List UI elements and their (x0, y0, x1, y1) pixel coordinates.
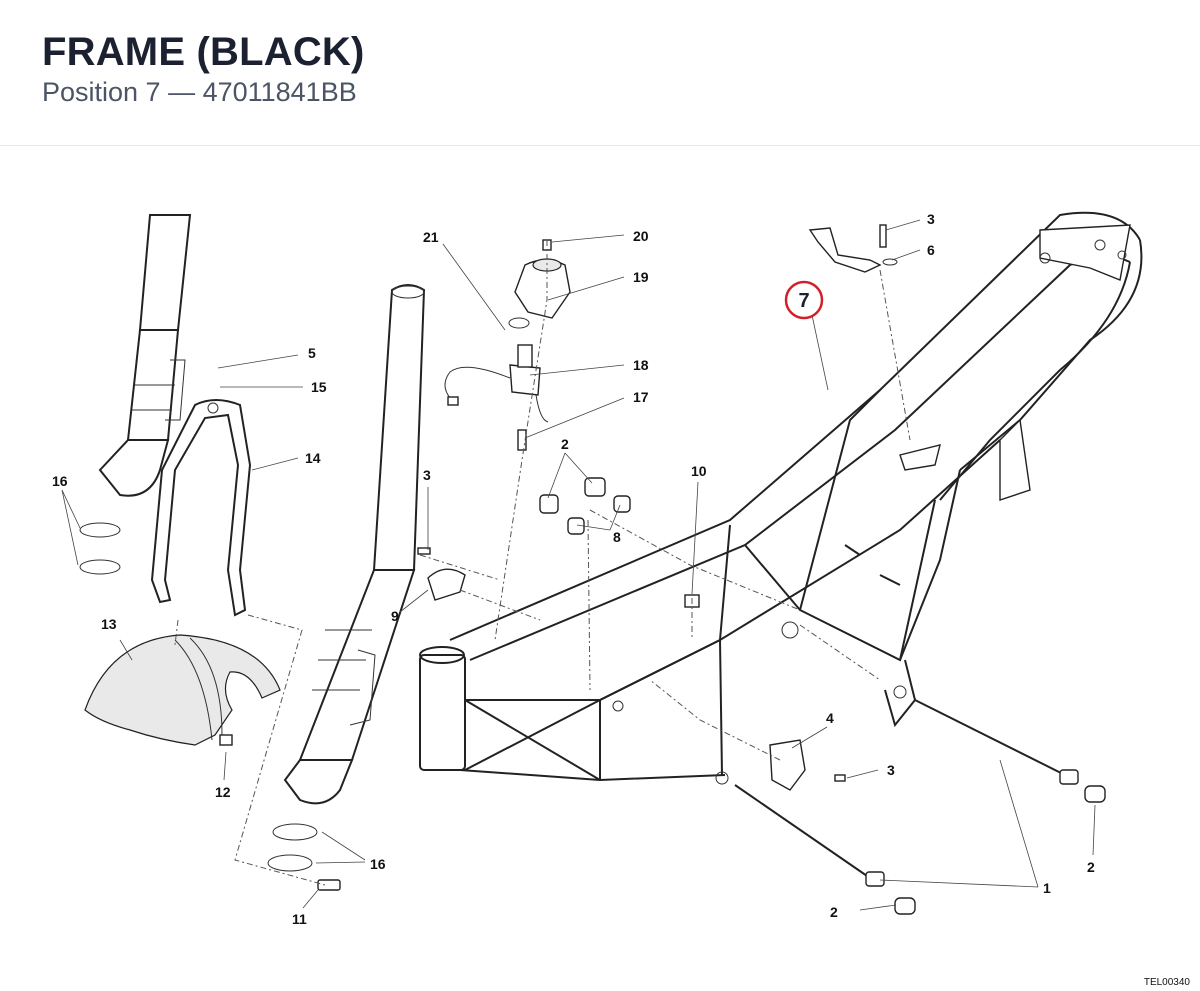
callout-4: 4 (826, 710, 834, 726)
callout-2-bottom: 2 (830, 904, 838, 920)
callout-3-left: 3 (423, 467, 431, 483)
main-frame (419, 211, 1143, 785)
callout-12: 12 (215, 784, 231, 800)
front-mudguard (84, 634, 281, 746)
highlight-callout-7: 7 (784, 280, 824, 320)
fender-bridge (150, 399, 252, 617)
callout-17: 17 (633, 389, 649, 405)
page-title: FRAME (BLACK) (42, 30, 365, 74)
fork-leg-right (283, 284, 426, 805)
page-header: FRAME (BLACK) Position 7 — 47011841BB (0, 0, 1200, 146)
pivot-axles-1 (734, 699, 1106, 915)
callout-16-lower: 16 (370, 856, 386, 872)
grommets-2-8 (539, 477, 631, 535)
clamp-rings-16 (79, 522, 341, 891)
callout-3-right: 3 (887, 762, 895, 778)
callout-19: 19 (633, 269, 649, 285)
guide-4 (769, 739, 846, 791)
assembly-lines (174, 240, 911, 886)
sensor-assembly (444, 239, 571, 451)
callout-16-upper: 16 (52, 473, 68, 489)
drawing-reference: TEL00340 (1144, 977, 1191, 988)
callout-14: 14 (305, 450, 321, 466)
highlight-ring (784, 280, 824, 320)
callout-11: 11 (292, 911, 307, 927)
callout-8: 8 (613, 529, 621, 545)
bracket-6 (808, 224, 898, 273)
leader-lines (61, 219, 1096, 911)
callout-18: 18 (633, 357, 649, 373)
callout-5: 5 (308, 345, 316, 361)
callout-13: 13 (101, 616, 117, 632)
callout-1: 1 (1043, 880, 1051, 896)
fork-leg-left (98, 214, 192, 497)
callout-9: 9 (391, 608, 399, 624)
callout-10: 10 (691, 463, 707, 479)
callout-6: 6 (927, 242, 935, 258)
callout-2-grommets: 2 (561, 436, 569, 452)
callout-15: 15 (311, 379, 327, 395)
exploded-parts-diagram: 21 20 19 18 17 5 15 14 16 13 12 16 11 3 … (52, 211, 1191, 988)
callout-3-top: 3 (927, 211, 935, 227)
highlight-label: 7 (798, 290, 809, 312)
callout-21: 21 (423, 229, 439, 245)
bracket-9 (417, 547, 466, 601)
page-subtitle: Position 7 — 47011841BB (42, 77, 357, 107)
callout-2-right: 2 (1087, 859, 1095, 875)
callout-labels: 21 20 19 18 17 5 15 14 16 13 12 16 11 3 … (52, 211, 1095, 927)
callout-20: 20 (633, 228, 649, 244)
